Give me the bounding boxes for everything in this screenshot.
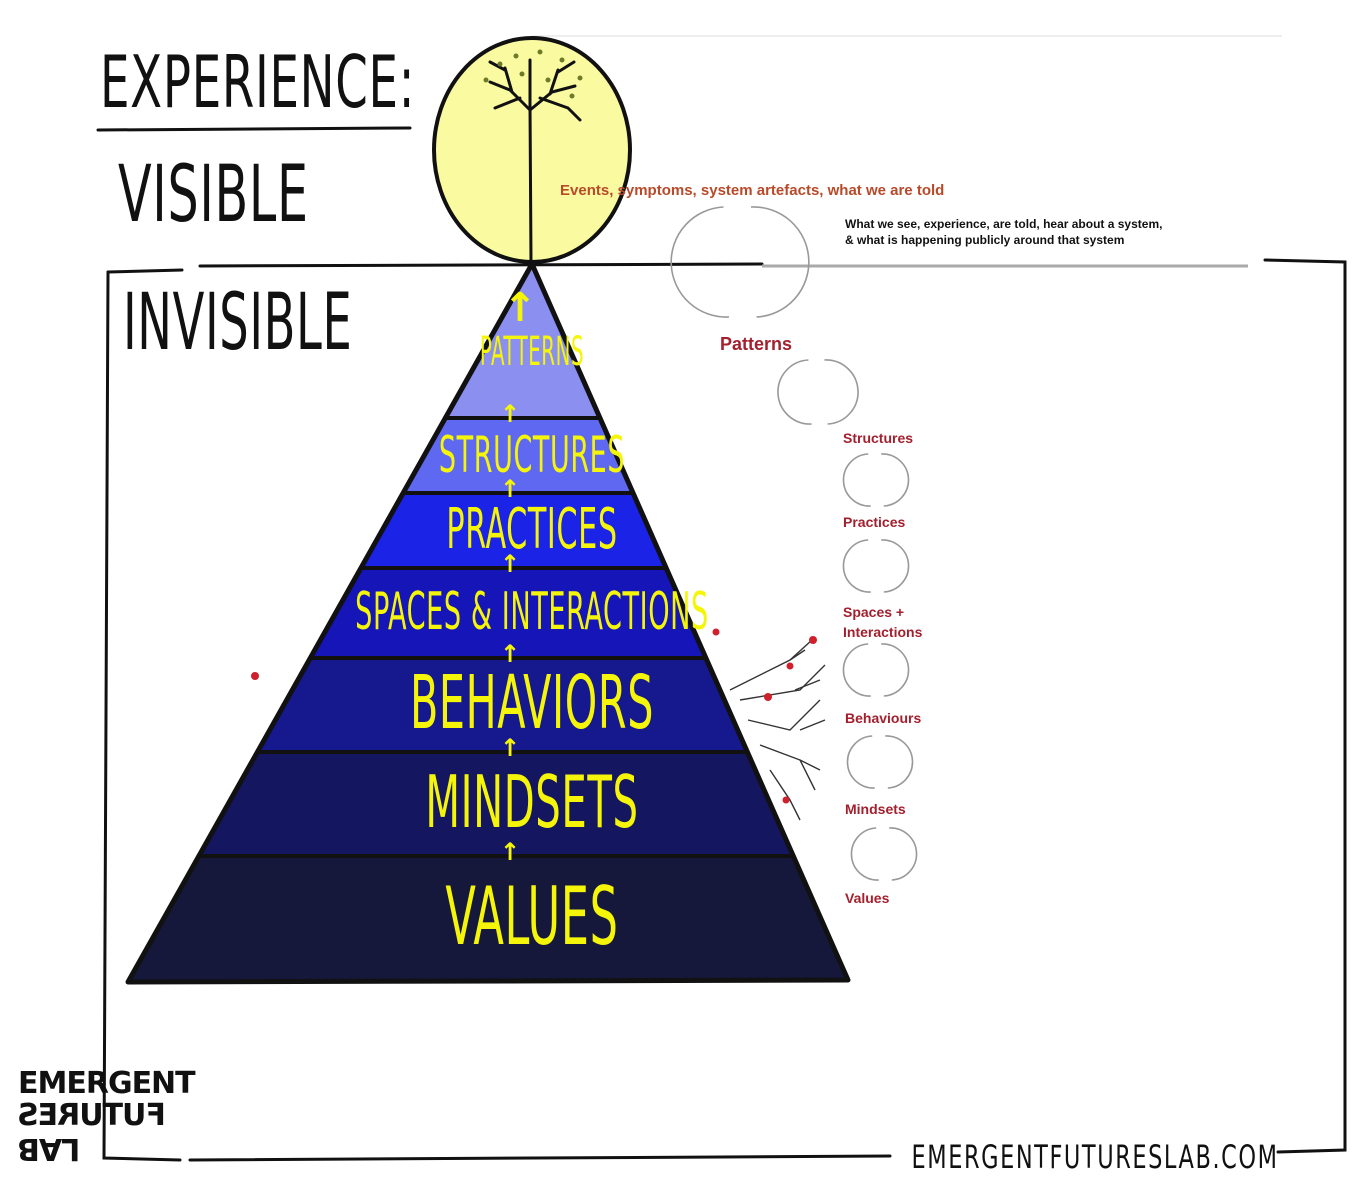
logo-line-2: FUTURES (18, 1098, 166, 1133)
cycle-arc (750, 206, 810, 318)
pyramid-label: STRUCTURES (438, 425, 626, 484)
practices-label: Practices (843, 514, 906, 530)
cycle-arc (670, 206, 730, 318)
pyramid-label: SPACES & INTERACTIONS (355, 581, 709, 642)
up-arrow-icon: ↑ (499, 734, 521, 762)
events-note: What we see, experience, are told, hear … (845, 216, 1162, 248)
cycle-arc (850, 827, 879, 881)
cycle-arc (842, 643, 871, 697)
up-arrow-icon: ↑ (499, 475, 521, 503)
mindsets-label: Mindsets (845, 801, 906, 817)
spaces-interactions-label: Spaces + Interactions (843, 602, 922, 642)
pyramid-label: PATTERNS (479, 329, 585, 376)
visible-heading: VISIBLE (118, 150, 309, 240)
structures-label: Structures (843, 430, 914, 446)
events-note-line-2: & what is happening publicly around that… (845, 233, 1125, 247)
cycle-arc (881, 643, 910, 697)
spaces-label-line-1: Spaces + (843, 604, 905, 620)
cycle-arc (885, 735, 914, 789)
pyramid-label: VALUES (445, 870, 619, 964)
cycle-arc (842, 539, 871, 593)
cycle-arc (881, 539, 910, 593)
up-arrow-icon: ↑ (499, 550, 521, 578)
up-arrow-icon: ↑ (499, 400, 521, 428)
spaces-label-line-2: Interactions (843, 624, 923, 640)
branch-red-dots (251, 628, 817, 804)
up-arrow-icon: ↑ (499, 640, 521, 668)
pyramid-outline (125, 261, 851, 985)
website-url[interactable]: EMERGENTFUTURESLAB.COM (911, 1138, 1279, 1176)
behaviours-label: Behaviours (845, 710, 922, 726)
up-arrow-icon: ↑ (503, 285, 537, 331)
cycle-arc (881, 453, 910, 507)
values-label: Values (845, 890, 890, 906)
invisible-heading: INVISIBLE (123, 278, 353, 368)
experience-underline (96, 126, 412, 132)
pyramid-layer-values (128, 855, 848, 982)
branch-sketch (729, 639, 826, 821)
cycle-arc (824, 359, 859, 425)
cycle-arc (846, 735, 875, 789)
emergent-futures-lab-logo: EMERGENT FUTURES LAB (18, 1066, 196, 1167)
up-arrow-icon: ↑ (499, 838, 521, 866)
tree-dots (483, 49, 583, 99)
pyramid-label: MINDSETS (425, 760, 639, 845)
cycle-arrows (670, 206, 918, 881)
experience-heading: EXPERIENCE: (100, 40, 416, 124)
events-note-line-1: What we see, experience, are told, hear … (845, 217, 1163, 231)
pyramid-label: BEHAVIORS (409, 660, 655, 747)
patterns-label: Patterns (720, 334, 793, 354)
cycle-arc (777, 359, 812, 425)
pyramid-dividers (198, 416, 794, 858)
cycle-arc (842, 453, 871, 507)
cycle-arc (889, 827, 918, 881)
events-label: Events, symptoms, system artefacts, what… (560, 182, 945, 199)
logo-line-3: LAB (18, 1131, 81, 1166)
tree-icon (488, 58, 582, 264)
pyramid-label: PRACTICES (446, 496, 618, 562)
logo-line-1: EMERGENT (18, 1066, 196, 1101)
frame-lines (96, 126, 1347, 1162)
